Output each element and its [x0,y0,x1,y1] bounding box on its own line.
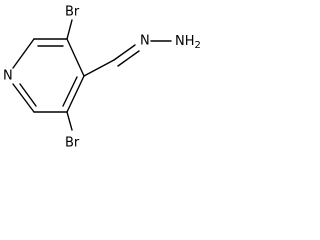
bond-c4-c5 [66,75,85,113]
chemical-structure-diagram: N Br Br N NH2 [3,5,201,151]
atom-n-imine: N [140,34,150,49]
bond-c3-br-top [66,19,73,40]
atom-nh2-subscript: 2 [195,40,201,51]
bond-c6-n [12,83,35,113]
atom-br-bottom: Br [65,136,80,151]
bond-c5-br-bottom [66,111,73,131]
pyridine-ring [12,38,85,113]
atom-br-top: Br [65,5,80,20]
bond-n-c2 [12,38,35,69]
bond-ch-n-imine-2 [117,50,140,67]
atom-nh2: NH2 [175,34,201,52]
bond-c4-ch [83,59,115,77]
bond-ch-n-imine-1 [113,44,136,61]
double-bond-inner-right [62,76,78,107]
atom-nh2-main: NH [175,34,195,49]
bond-c3-c4 [66,38,85,77]
double-bond-inner-left [19,83,37,107]
atom-n-ring: N [3,69,13,84]
